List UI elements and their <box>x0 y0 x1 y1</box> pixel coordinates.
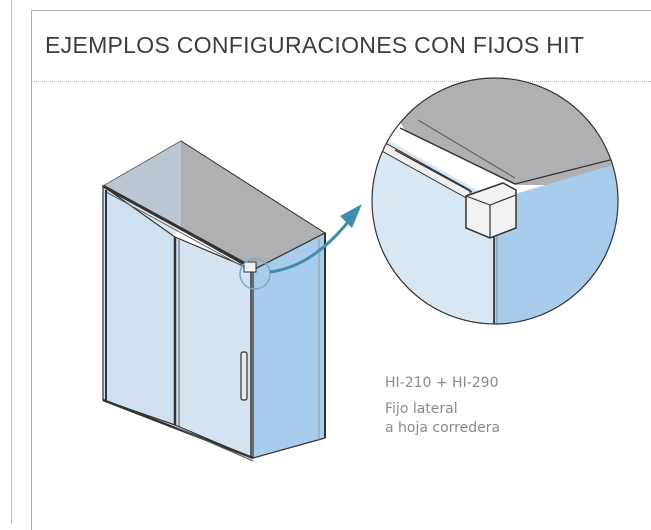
door-handle <box>240 351 248 401</box>
description-line-2: a hoja corredera <box>385 420 501 436</box>
curved-arrow-icon <box>269 204 362 274</box>
shower-enclosure-illustration <box>101 140 327 462</box>
corner-bracket <box>243 261 257 273</box>
corner-cap <box>465 182 517 239</box>
left-border <box>0 0 12 524</box>
title-divider <box>32 81 651 82</box>
detail-highlight-circle <box>239 258 271 290</box>
model-code: HI-210 + HI-290 <box>385 375 499 391</box>
page-title: EJEMPLOS CONFIGURACIONES CON FIJOS HIT <box>45 32 585 58</box>
sliding-door-glass <box>174 236 254 459</box>
detail-magnifier <box>371 77 619 325</box>
content-panel <box>31 10 651 530</box>
description-line-1: Fijo lateral <box>385 401 458 417</box>
